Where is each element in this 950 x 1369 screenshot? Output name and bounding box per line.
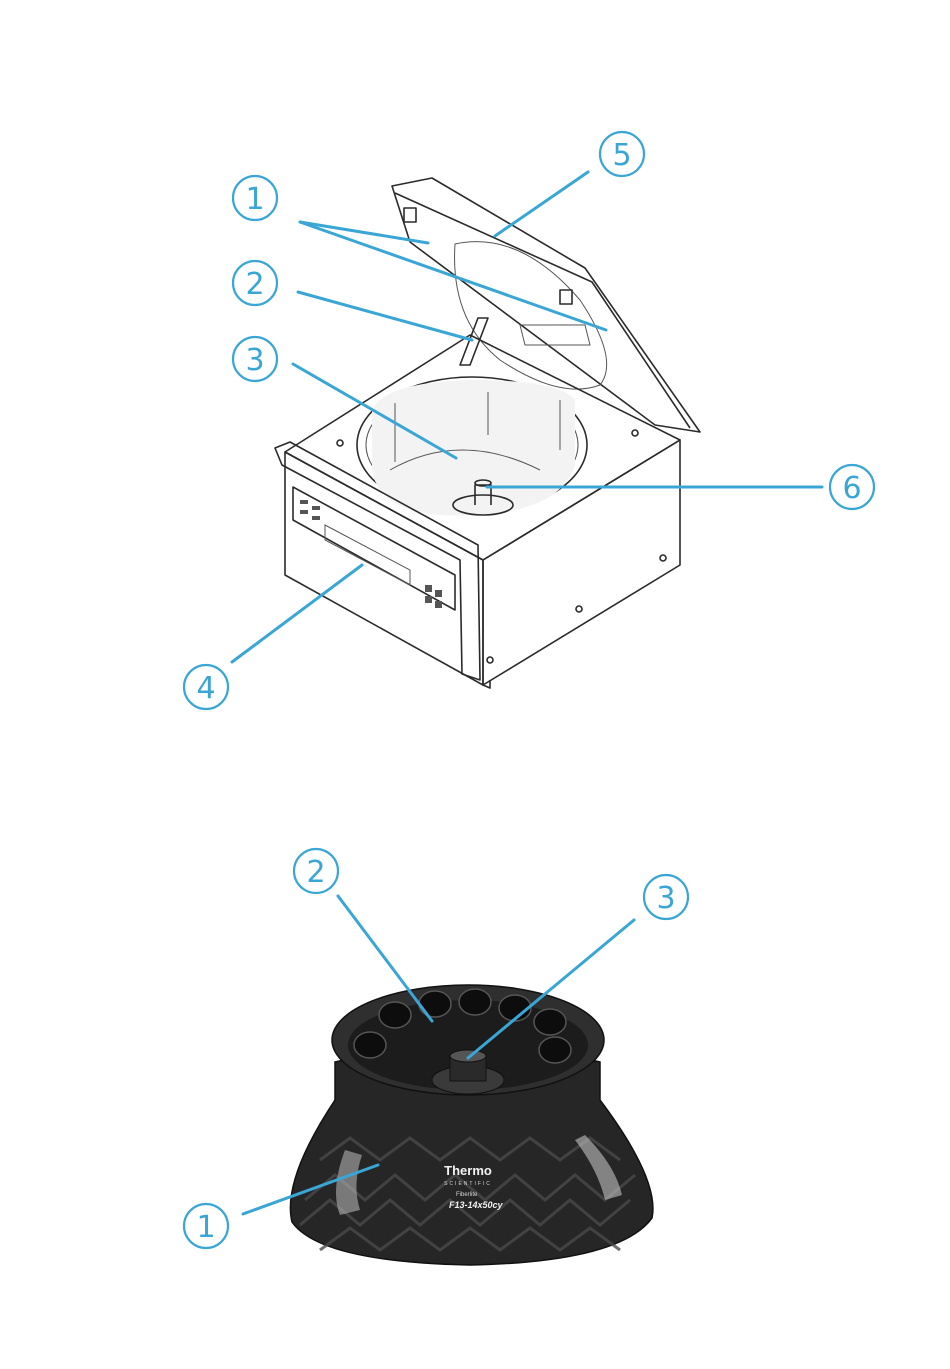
callout-top-6: 6 <box>830 465 874 509</box>
callout-top-2-number: 2 <box>245 267 264 302</box>
callout-top-4-number: 4 <box>196 671 215 706</box>
callout-top-4: 4 <box>184 665 228 709</box>
callout-bottom-1-number: 1 <box>196 1210 215 1245</box>
rotor-series: Fiberlite <box>456 1192 478 1198</box>
rotor-illustration: Thermo SCIENTIFIC Fiberlite F13-14x50cy <box>290 985 653 1265</box>
callout-bottom-2-number: 2 <box>306 855 325 890</box>
callout-top-2: 2 <box>233 261 277 305</box>
leader-top-4 <box>232 565 362 662</box>
callout-top-1: 1 <box>233 176 277 220</box>
callout-top-1-number: 1 <box>245 182 264 217</box>
callout-bottom-1: 1 <box>184 1204 228 1248</box>
callout-top-6-number: 6 <box>842 471 861 506</box>
rotor-chamber <box>357 377 587 515</box>
leader-top-1b <box>300 222 606 330</box>
rotor-brand: Thermo <box>444 1163 492 1178</box>
leader-top-5 <box>495 172 588 236</box>
callout-top-3: 3 <box>233 337 277 381</box>
callout-bottom-3: 3 <box>644 875 688 919</box>
callout-top-5: 5 <box>600 132 644 176</box>
rotor-model: F13-14x50cy <box>449 1200 504 1210</box>
centrifuge-illustration <box>275 178 700 688</box>
callout-bottom-2: 2 <box>294 849 338 893</box>
rotor-brand-sub: SCIENTIFIC <box>444 1181 492 1187</box>
leader-top-1a <box>300 222 428 243</box>
leader-top-2 <box>298 292 472 340</box>
callout-top-5-number: 5 <box>612 138 631 173</box>
callout-top-3-number: 3 <box>245 343 264 378</box>
callout-bottom-3-number: 3 <box>656 881 675 916</box>
